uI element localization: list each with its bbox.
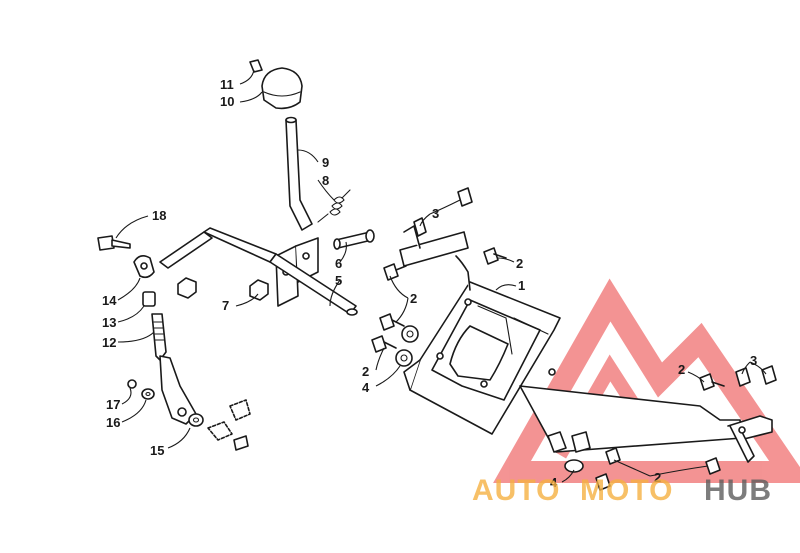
rod-end-spacer bbox=[142, 291, 156, 307]
callout-14: 14 bbox=[102, 293, 117, 308]
callout-3-top: 3 bbox=[432, 206, 439, 221]
callout-9: 9 bbox=[322, 155, 329, 170]
callout-15: 15 bbox=[150, 443, 164, 458]
clip-17 bbox=[127, 379, 137, 389]
callout-10: 10 bbox=[220, 94, 234, 109]
lock-nut-left bbox=[177, 277, 197, 299]
watermark-triangle-outer bbox=[493, 278, 800, 483]
lock-nut-right bbox=[249, 279, 269, 301]
callout-3-right: 3 bbox=[750, 353, 757, 368]
shift-knob bbox=[261, 67, 303, 110]
bolt-2-bottom-b bbox=[595, 473, 611, 491]
callout-2-top: 2 bbox=[516, 256, 523, 271]
callout-2-left: 2 bbox=[410, 291, 417, 306]
shift-arm-pivot bbox=[207, 399, 251, 451]
spacer-4-bottom bbox=[564, 431, 591, 473]
callout-2-bottom: 2 bbox=[654, 470, 661, 485]
washer-4-upper bbox=[401, 325, 419, 343]
bolt-2-lower-left bbox=[371, 335, 397, 353]
clip-nut-right-b bbox=[761, 365, 777, 385]
callout-13: 13 bbox=[102, 315, 116, 330]
watermark-word-moto: MOTO bbox=[580, 474, 673, 507]
callout-7: 7 bbox=[222, 298, 229, 313]
callout-2-lower-left: 2 bbox=[362, 364, 369, 379]
shift-shaft bbox=[159, 227, 358, 316]
bolt-2-bottom-a bbox=[605, 447, 621, 465]
callout-5: 5 bbox=[335, 273, 342, 288]
watermark-word-hub: HUB bbox=[704, 474, 772, 507]
leader-lines bbox=[115, 69, 767, 483]
callout-4-left: 4 bbox=[362, 380, 370, 395]
rod-end bbox=[133, 254, 155, 279]
callout-labels: 11 10 9 8 18 6 5 7 14 13 12 17 16 15 3 2… bbox=[102, 77, 757, 490]
callout-16: 16 bbox=[106, 415, 120, 430]
washer-15 bbox=[188, 413, 204, 427]
bolt-18 bbox=[97, 235, 131, 251]
threaded-rod bbox=[151, 313, 167, 361]
callout-12: 12 bbox=[102, 335, 116, 350]
clip-nut-right-a bbox=[735, 367, 751, 387]
knob-screw bbox=[249, 59, 263, 73]
shift-plate-bracket bbox=[399, 225, 561, 435]
callout-8: 8 bbox=[322, 173, 329, 188]
shift-lever-rod bbox=[285, 116, 313, 231]
bolt-2-upper-left bbox=[383, 263, 407, 281]
callout-2-right: 2 bbox=[678, 362, 685, 377]
bolt-2-bottom-c bbox=[705, 457, 721, 475]
bolt-2-right bbox=[699, 373, 725, 391]
callout-11: 11 bbox=[220, 77, 234, 92]
shift-arm bbox=[159, 355, 197, 425]
watermark-word-auto: AUTO bbox=[472, 474, 560, 507]
washer-16 bbox=[141, 388, 155, 400]
callout-4-bottom: 4 bbox=[550, 475, 558, 490]
washer-4-lower bbox=[395, 349, 413, 367]
watermark-wordmark: AUTO MOTO HUB bbox=[472, 474, 772, 507]
pivot-bolt bbox=[333, 229, 375, 250]
callout-18: 18 bbox=[152, 208, 166, 223]
callout-6: 6 bbox=[335, 256, 342, 271]
bolt-2-mid-left bbox=[379, 313, 405, 331]
clip-nut-top-b bbox=[457, 187, 473, 207]
callout-1: 1 bbox=[518, 278, 525, 293]
lever-spring bbox=[317, 189, 351, 223]
callout-17: 17 bbox=[106, 397, 120, 412]
clip-nut-top-a bbox=[413, 217, 427, 237]
bolt-2-top bbox=[483, 247, 507, 265]
